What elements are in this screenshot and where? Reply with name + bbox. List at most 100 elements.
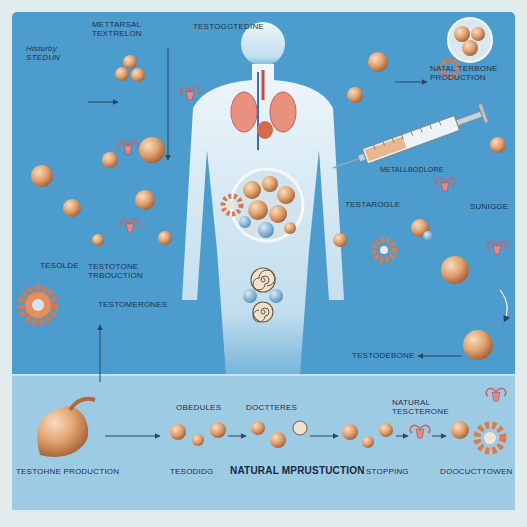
sphere (269, 205, 287, 223)
testis-organ (37, 406, 88, 456)
blue-sphere (243, 289, 257, 303)
lower-band (12, 375, 515, 510)
label-text: TESOLDE (40, 261, 79, 270)
label-text: STOPPING (366, 467, 409, 476)
sphere (123, 55, 137, 69)
label-text: TESTOMERONES (98, 300, 167, 309)
gear-body (25, 292, 51, 318)
sphere (139, 137, 165, 163)
blue-sphere (423, 231, 433, 241)
label-text: NATURAL TESCTERONE (392, 398, 454, 416)
sphere (210, 422, 226, 438)
uterus-icon (180, 87, 200, 100)
uterus-icon (410, 425, 430, 438)
label-text: OBEDULES (176, 403, 221, 412)
flow-arrow (228, 436, 246, 437)
label-text: METALLBODLORE (380, 166, 444, 174)
gear-hub (380, 246, 388, 254)
syringe-barrel (362, 115, 460, 164)
gear-hub (32, 299, 44, 311)
sphere (170, 424, 186, 440)
sphere (115, 67, 129, 81)
gear-icon (374, 240, 394, 260)
label-text: TESODIDG (170, 467, 213, 476)
sphere (463, 330, 493, 360)
uterus-icon (120, 219, 140, 232)
sphere (333, 233, 347, 247)
uterus-icon (486, 388, 506, 401)
sphere (135, 190, 155, 210)
flow-arrow (168, 48, 169, 160)
sphere (284, 222, 296, 234)
flow-arrow (105, 436, 160, 437)
syringe-fluid (365, 136, 407, 161)
label-text: NATAL TERBONE PRODUCTION (430, 64, 516, 82)
syringe (330, 103, 489, 177)
sphere (131, 68, 145, 82)
sphere (379, 423, 393, 437)
flow-arrow (100, 325, 101, 382)
blue-sphere (258, 222, 274, 238)
uterus-icon (118, 141, 138, 154)
flow-arrow (395, 82, 427, 83)
blue-sphere (239, 216, 251, 228)
label-text: NATURAL MPRUSTUCTION (230, 465, 365, 477)
swirl-disc (293, 421, 307, 435)
flow-arrow (310, 436, 338, 437)
flow-arrow (418, 356, 462, 357)
sphere (92, 234, 104, 246)
duct (70, 399, 95, 410)
right-lung (270, 92, 296, 132)
sphere (262, 176, 278, 192)
uterus-icon (435, 178, 455, 191)
gear-hub (228, 201, 236, 209)
swirl (253, 308, 269, 322)
label-text: TESTAROGLE (345, 200, 400, 209)
uterus-icon (487, 241, 507, 254)
label-text: TESTOGGTEDINE (193, 22, 264, 31)
sphere (102, 152, 118, 168)
sphere (251, 421, 265, 435)
label-text: TESTOTONE TRBOUCTION (88, 262, 160, 280)
sphere (471, 27, 485, 41)
sphere (63, 199, 81, 217)
swirl-disc (251, 268, 275, 292)
gear-icon (21, 288, 55, 322)
figure-body (182, 64, 344, 376)
blue-sphere (269, 289, 283, 303)
needle (333, 157, 363, 168)
sphere (451, 421, 469, 439)
sphere (490, 137, 506, 153)
sphere (342, 424, 358, 440)
label-text: DOCTTERES (246, 403, 297, 412)
label-text: Histurby STEDUN (26, 44, 76, 62)
sphere (441, 256, 469, 284)
flow-arrow (88, 102, 118, 103)
sphere (347, 87, 363, 103)
label-text: SUNIGGE (470, 202, 508, 211)
swirl-disc (253, 302, 273, 322)
graduations (373, 121, 440, 150)
gear-hub (484, 432, 496, 444)
sphere (270, 432, 286, 448)
trachea (262, 70, 265, 100)
heart (257, 121, 273, 139)
sphere (243, 181, 261, 199)
flow-arrow (432, 436, 446, 437)
cell-cluster (448, 18, 492, 62)
flow-arrow (500, 290, 507, 322)
sphere (192, 434, 204, 446)
gear-icon (477, 425, 503, 451)
plunger (456, 111, 482, 126)
plunger-cap (478, 103, 489, 123)
left-lung (231, 92, 257, 132)
sphere (158, 231, 172, 245)
sphere (31, 165, 53, 187)
blue-panel (12, 12, 515, 510)
gear-icon (223, 196, 241, 214)
label-text: TESTODEBONE (352, 351, 415, 360)
flow-arrow (396, 436, 408, 437)
